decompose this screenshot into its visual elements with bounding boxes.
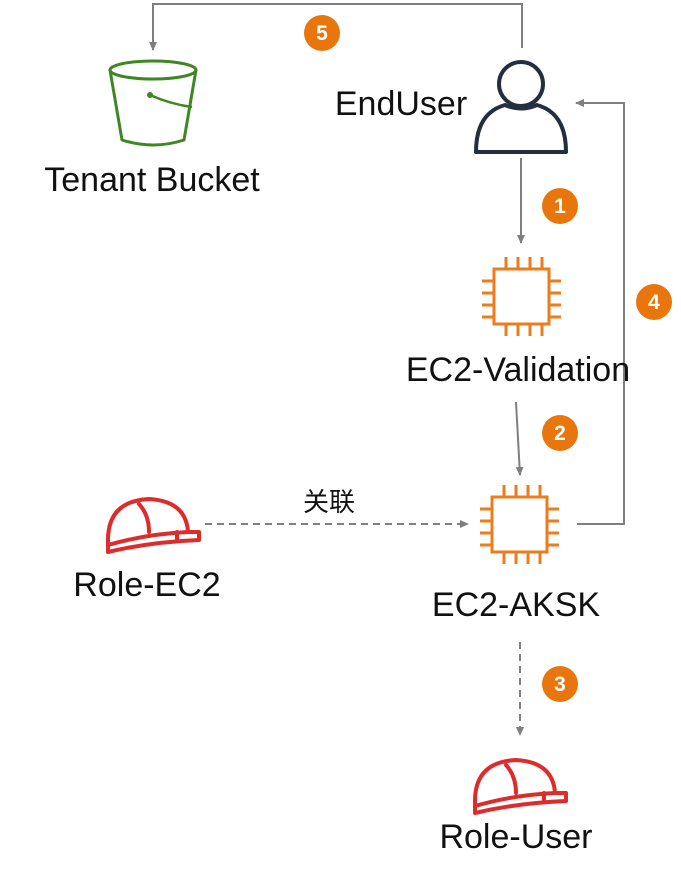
- step-badge-5: 5: [304, 15, 340, 51]
- step-badge-4-label: 4: [648, 291, 660, 314]
- edge-2-validation-to-aksk: [515, 401, 524, 476]
- end-user-node[interactable]: EndUser: [335, 60, 568, 154]
- ec2-validation-label: EC2-Validation: [406, 351, 630, 389]
- step-badge-1-label: 1: [554, 195, 566, 218]
- edge-5-user-to-bucket: [149, 3, 523, 51]
- role-user-label: Role-User: [439, 818, 592, 856]
- role-ec2-node[interactable]: Role-EC2: [73, 497, 221, 604]
- role-ec2-label: Role-EC2: [73, 566, 220, 604]
- step-badge-1: 1: [542, 188, 578, 224]
- iam-role-helmet-icon: [106, 497, 201, 554]
- iam-role-helmet-icon: [473, 758, 568, 815]
- step-badge-5-label: 5: [316, 22, 328, 45]
- end-user-label: EndUser: [335, 85, 467, 123]
- tenant-bucket-label: Tenant Bucket: [44, 161, 260, 199]
- ec2-aksk-node[interactable]: EC2-AKSK: [432, 485, 600, 624]
- step-badge-2-label: 2: [554, 422, 566, 445]
- step-badge-4: 4: [636, 284, 672, 320]
- step-badge-2: 2: [542, 415, 578, 451]
- association-label: 关联: [303, 488, 355, 518]
- ec2-chip-icon: [482, 257, 561, 336]
- step-badge-3-label: 3: [554, 673, 566, 696]
- edge-4-aksk-to-user: [575, 99, 625, 525]
- role-user-node[interactable]: Role-User: [439, 758, 593, 856]
- tenant-bucket-node[interactable]: Tenant Bucket: [44, 59, 260, 199]
- ec2-aksk-label: EC2-AKSK: [432, 586, 600, 624]
- ec2-chip-icon: [480, 485, 559, 564]
- ec2-validation-node[interactable]: EC2-Validation: [406, 257, 630, 389]
- step-badge-3: 3: [542, 666, 578, 702]
- user-icon: [474, 60, 568, 154]
- s3-bucket-icon: [108, 59, 198, 147]
